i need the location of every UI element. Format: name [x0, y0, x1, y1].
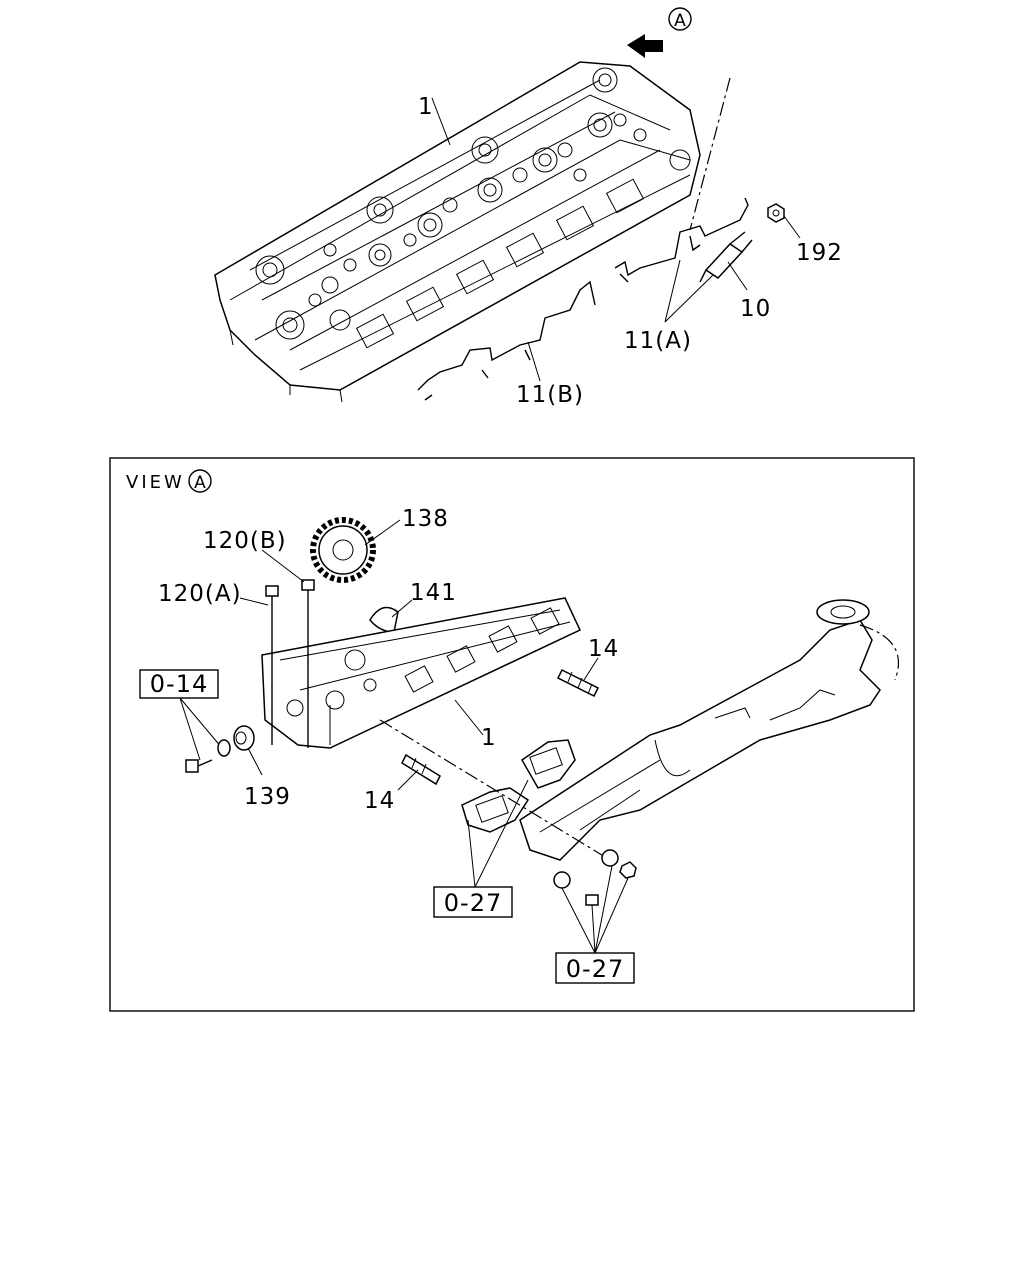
- bolt-120a: [265, 585, 279, 632]
- bolt-washer: [185, 739, 231, 773]
- label-stud-left: 14: [364, 788, 395, 814]
- detail-view-title: VIEW: [126, 472, 185, 493]
- leader-ref-0-27-gasket: [467, 779, 529, 888]
- ref-box-0-14: [139, 669, 219, 699]
- label-nut: 192: [796, 240, 843, 266]
- label-connector-a: 11(A): [624, 328, 692, 354]
- view-direction-marker: A: [668, 7, 692, 31]
- view-direction-arrow: [627, 34, 663, 58]
- leader-head-detail: [454, 699, 484, 736]
- ref-label-0-27-nuts: 0-27: [566, 955, 624, 983]
- ref-label-0-27-gasket: 0-27: [444, 889, 502, 917]
- leader-cylinder-head: [431, 97, 451, 146]
- label-bushing: 139: [244, 784, 291, 810]
- detail-view-frame: [109, 457, 915, 1012]
- cylinder-head-detail: [261, 597, 581, 749]
- leader-gear: [364, 519, 401, 546]
- label-connector-b: 11(B): [516, 382, 584, 408]
- label-glow-plug: 10: [740, 296, 771, 322]
- leader-key: [391, 599, 413, 618]
- bolt-120b: [301, 579, 315, 615]
- exhaust-manifold: [519, 599, 899, 861]
- leader-stud-left: [397, 769, 419, 791]
- leader-glow-plug: [727, 261, 748, 291]
- leader-bolt-b: [261, 549, 305, 583]
- stud-left: [401, 753, 441, 786]
- label-head-detail: 1: [481, 725, 497, 751]
- svg-text:A: A: [194, 473, 206, 493]
- ref-label-0-14: 0-14: [150, 670, 208, 698]
- connector-11a: [614, 197, 749, 283]
- leader-bolt-a: [239, 597, 269, 606]
- label-bolt-b: 120(B): [203, 528, 287, 554]
- leader-ref-0-27-nuts: [561, 865, 629, 954]
- centerline-detail: [379, 719, 611, 861]
- woodruff-key: [369, 606, 399, 633]
- leader-bushing: [247, 747, 263, 776]
- cylinder-head-top: [214, 61, 701, 403]
- detail-view-marker: A: [188, 469, 212, 493]
- leader-nut: [783, 215, 801, 239]
- leader-stud-right: [583, 657, 599, 681]
- label-bolt-a: 120(A): [158, 581, 242, 607]
- leader-connector-b: [527, 341, 541, 382]
- glow-plug: [699, 231, 753, 283]
- label-key: 141: [410, 580, 457, 606]
- bushing-139: [233, 725, 255, 751]
- stud-right: [556, 668, 600, 698]
- camshaft-gear: [310, 517, 376, 583]
- nut-192: [767, 203, 785, 223]
- connector-11b: [417, 280, 596, 401]
- centerline-top: [689, 77, 731, 231]
- label-cylinder-head: 1: [418, 94, 434, 120]
- ref-box-0-27-gasket: [433, 886, 513, 918]
- manifold-gasket: [461, 739, 576, 833]
- svg-text:A: A: [674, 11, 686, 31]
- leader-ref-0-14: [179, 697, 223, 761]
- label-stud-right: 14: [588, 636, 619, 662]
- manifold-nuts: [553, 849, 637, 906]
- leader-connector-a: [664, 259, 714, 323]
- label-gear: 138: [402, 506, 449, 532]
